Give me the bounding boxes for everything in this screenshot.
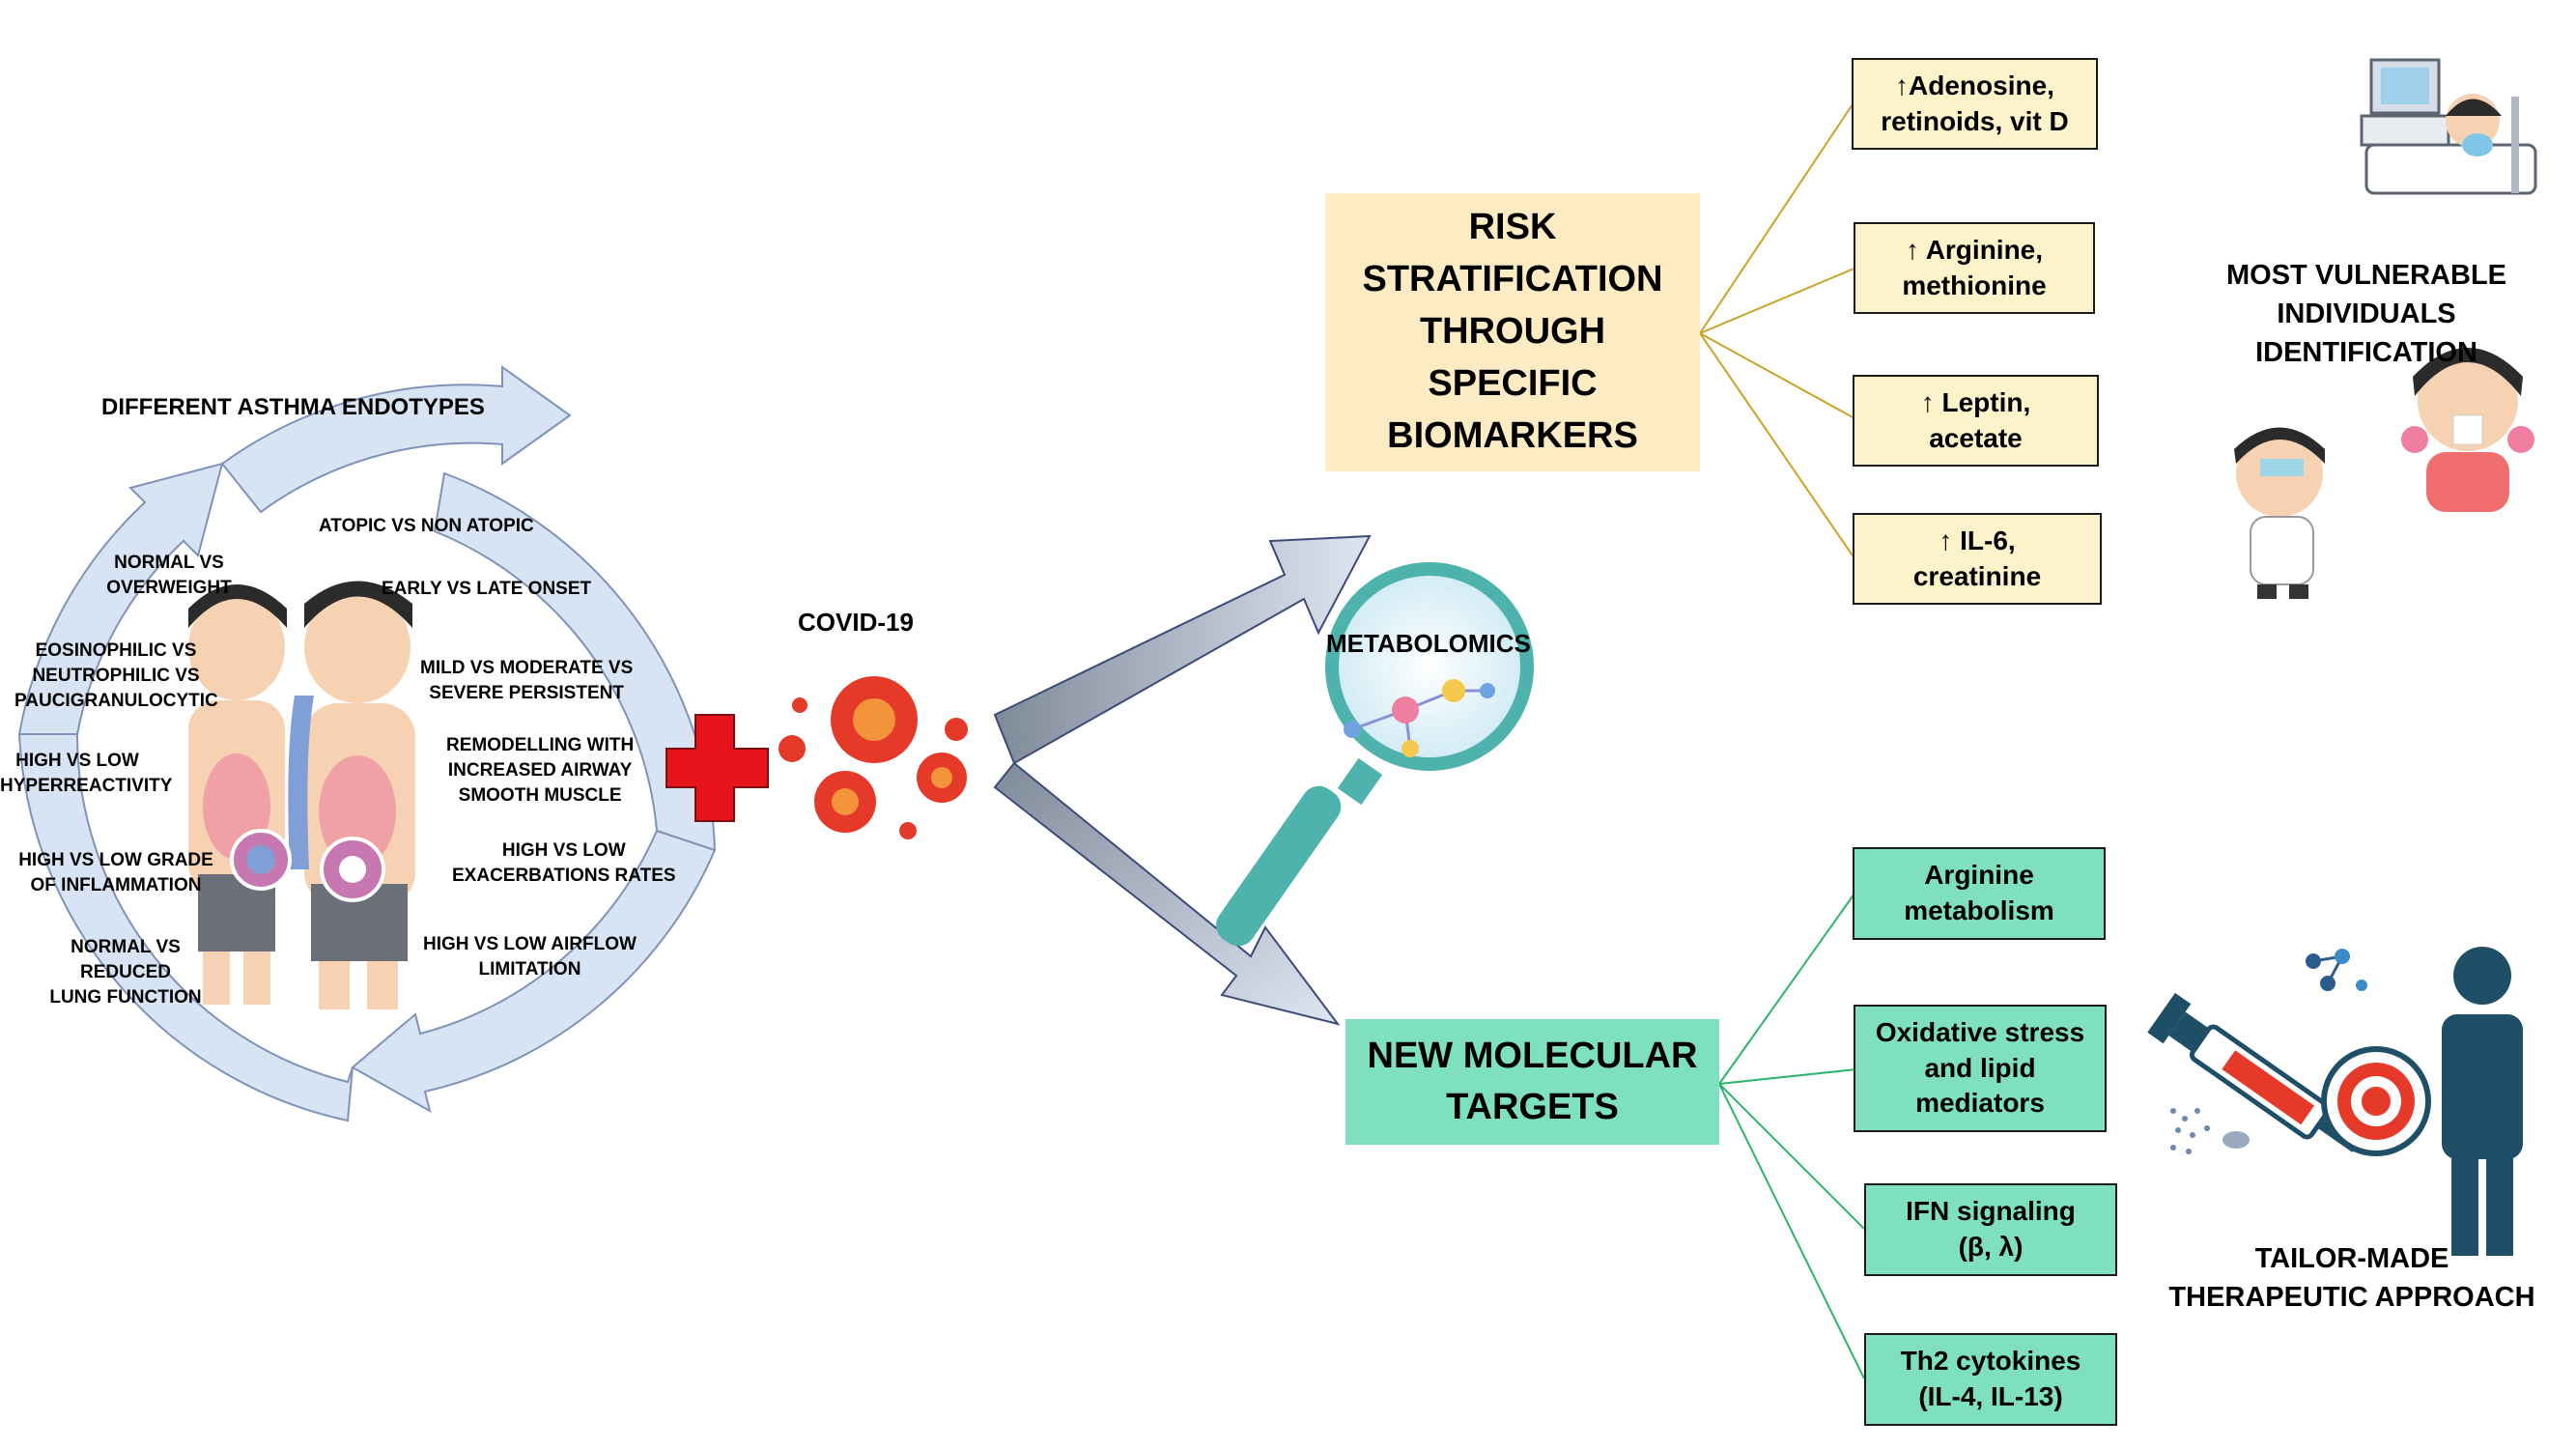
cycle-arrow-top (220, 365, 572, 514)
endotype-label: HIGH VS LOW HYPERREACTIVITY (0, 751, 173, 797)
endotype-label: HIGH VS LOW AIRFLOW LIMITATION (423, 934, 637, 980)
cycle-arrow-bottom (351, 829, 717, 1114)
hospital-patient-icon (2360, 58, 2537, 195)
molecule-icon (1344, 679, 1495, 757)
risk-connectors (1699, 103, 1857, 559)
sick-boy-icon (2234, 427, 2325, 599)
endotype-label: EOSINOPHILIC VS NEUTROPHILIC VS PAUCIGRA… (14, 640, 218, 712)
therapy-label: TAILOR-MADE THERAPEUTIC APPROACH (2168, 1243, 2535, 1314)
vulnerable-label: MOST VULNERABLE INDIVIDUALS IDENTIFICATI… (2226, 260, 2506, 369)
microbes-icon (2170, 1108, 2250, 1154)
biomarker-box: ↑ Arginine, methionine (1854, 222, 2095, 314)
molecular-target-box: Oxidative stress and lipid mediators (1854, 1005, 2107, 1132)
molecular-target-box: Arginine metabolism (1853, 847, 2106, 940)
covid-label: COVID-19 (798, 608, 914, 637)
cycle-arrow-left-lower (17, 733, 354, 1122)
virus-icon (778, 676, 968, 839)
magnifier-icon (1216, 562, 1534, 947)
molecular-targets-box: NEW MOLECULAR TARGETS (1345, 1019, 1719, 1145)
plus-icon (665, 714, 769, 822)
biomarker-box: ↑ Leptin, acetate (1853, 375, 2099, 467)
endotype-label: ATOPIC VS NON ATOPIC (319, 516, 534, 536)
endotypes-title: DIFFERENT ASTHMA ENDOTYPES (101, 394, 485, 420)
therapy-illustration (2147, 947, 2523, 1256)
biomarker-box: ↑ IL-6, creatinine (1853, 513, 2102, 605)
endotype-label: NORMAL VS REDUCED LUNG FUNCTION (49, 937, 202, 1009)
endotype-label: HIGH VS LOW EXACERBATIONS RATES (452, 840, 676, 887)
molecular-target-box: Th2 cytokines (IL-4, IL-13) (1864, 1333, 2117, 1426)
cycle-arrow-left-upper (17, 462, 224, 735)
endotype-label: EARLY VS LATE ONSET (382, 579, 592, 599)
molecular-target-box: IFN signaling (β, λ) (1864, 1183, 2117, 1276)
endotype-label: HIGH VS LOW GRADE OF INFLAMMATION (18, 850, 213, 896)
metabolomics-label: METABOLOMICS (1326, 629, 1531, 658)
molecule-network-icon (2306, 949, 2367, 991)
arrow-to-targets (993, 761, 1341, 1026)
biomarker-box: ↑Adenosine, retinoids, vit D (1852, 58, 2098, 150)
cycle-arrow-right-upper (433, 471, 717, 852)
endotype-label: MILD VS MODERATE VS SEVERE PERSISTENT (420, 658, 634, 704)
endotype-label: NORMAL VS OVERWEIGHT (106, 553, 232, 599)
target-connectors (1718, 893, 1865, 1379)
target-icon (2321, 1046, 2431, 1156)
endotype-label: REMODELLING WITH INCREASED AIRWAY SMOOTH… (446, 735, 635, 807)
person-icon (2442, 947, 2523, 1256)
arrow-to-risk (993, 534, 1372, 765)
sick-girl-icon (2401, 348, 2534, 512)
cycle-arrows (17, 365, 717, 1122)
risk-stratification-box: RISK STRATIFICATION THROUGH SPECIFIC BIO… (1325, 193, 1700, 471)
asthma-children-illustration (188, 581, 415, 1009)
